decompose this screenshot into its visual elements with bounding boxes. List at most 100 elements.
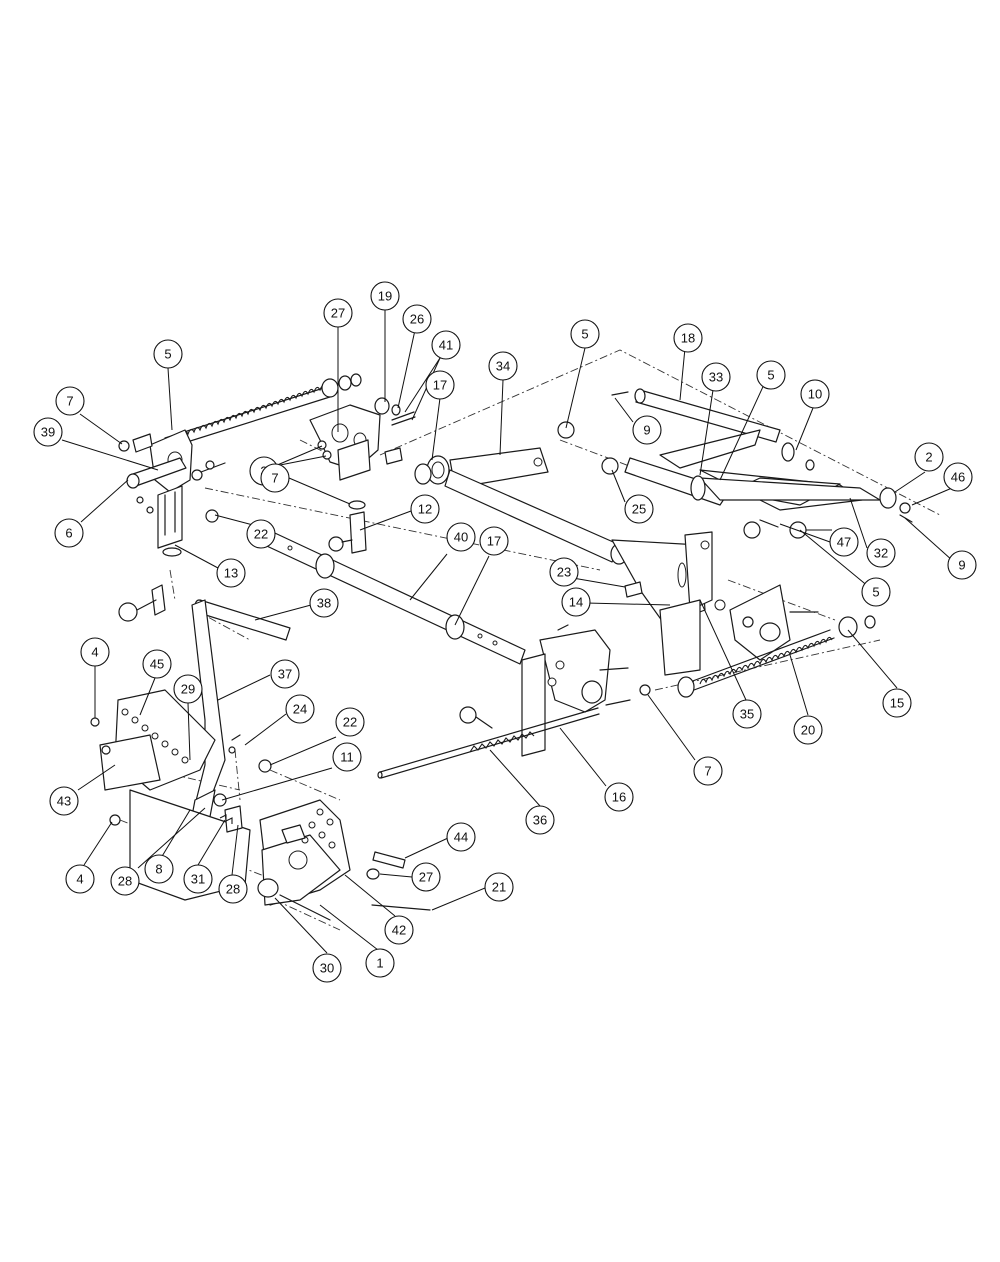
spring-20-assembly: [677, 584, 876, 698]
callout-45: 45: [142, 649, 172, 679]
svg-text:26: 26: [410, 312, 424, 327]
callout-33: 33: [701, 362, 731, 392]
svg-text:35: 35: [740, 707, 754, 722]
svg-text:12: 12: [418, 502, 432, 517]
callout-47: 47: [829, 527, 859, 557]
callout-35: 35: [732, 699, 762, 729]
svg-text:14: 14: [569, 595, 583, 610]
svg-text:25: 25: [632, 502, 646, 517]
leader-lines: [61, 310, 954, 954]
callout-2: 2: [914, 442, 944, 472]
callout-46: 46: [943, 462, 973, 492]
svg-text:1: 1: [376, 956, 383, 971]
svg-text:4: 4: [91, 645, 98, 660]
svg-text:17: 17: [487, 534, 501, 549]
callout-7: 7: [693, 756, 723, 786]
svg-text:7: 7: [66, 394, 73, 409]
svg-text:22: 22: [254, 527, 268, 542]
callout-18: 18: [673, 323, 703, 353]
svg-text:9: 9: [958, 558, 965, 573]
svg-text:31: 31: [191, 872, 205, 887]
svg-text:41: 41: [439, 338, 453, 353]
svg-text:11: 11: [340, 750, 354, 765]
callout-16: 16: [604, 782, 634, 812]
bottom-plate-assembly: [213, 734, 431, 921]
callout-42: 42: [384, 915, 414, 945]
callout-5: 5: [861, 577, 891, 607]
callout-44: 44: [446, 822, 476, 852]
callout-5: 5: [570, 319, 600, 349]
svg-text:29: 29: [181, 682, 195, 697]
callout-7: 7: [55, 386, 85, 416]
callout-37: 37: [270, 659, 300, 689]
svg-text:46: 46: [951, 470, 965, 485]
svg-text:4: 4: [76, 872, 83, 887]
callout-1: 1: [365, 948, 395, 978]
callout-7: 7: [260, 463, 290, 493]
callout-4: 4: [65, 864, 95, 894]
svg-text:37: 37: [278, 667, 292, 682]
svg-text:27: 27: [331, 306, 345, 321]
callout-8: 8: [144, 854, 174, 884]
svg-text:2: 2: [925, 450, 932, 465]
callout-29: 29: [173, 674, 203, 704]
callout-21: 21: [484, 872, 514, 902]
svg-text:7: 7: [271, 471, 278, 486]
callout-5: 5: [153, 339, 183, 369]
svg-text:36: 36: [533, 813, 547, 828]
callout-34: 34: [488, 351, 518, 381]
svg-text:38: 38: [317, 596, 331, 611]
threaded-rod-36: [377, 706, 600, 779]
svg-text:19: 19: [378, 289, 392, 304]
svg-text:33: 33: [709, 370, 723, 385]
callout-23: 23: [549, 557, 579, 587]
svg-text:20: 20: [801, 723, 815, 738]
svg-text:6: 6: [65, 526, 72, 541]
center-bracket-assembly: [309, 397, 416, 481]
callout-15: 15: [882, 688, 912, 718]
callout-19: 19: [370, 281, 400, 311]
svg-text:45: 45: [150, 657, 164, 672]
callout-6: 6: [54, 518, 84, 548]
svg-text:28: 28: [226, 882, 240, 897]
callout-28: 28: [218, 874, 248, 904]
callout-41: 41: [431, 330, 461, 360]
svg-text:13: 13: [224, 566, 238, 581]
svg-text:44: 44: [454, 830, 468, 845]
callouts: 5 7 39 6 13 22 27 19 26 41 3 7 12 17 34 …: [33, 281, 977, 983]
callout-32: 32: [866, 538, 896, 568]
callout-26: 26: [402, 304, 432, 334]
svg-text:5: 5: [164, 347, 171, 362]
svg-text:42: 42: [392, 923, 406, 938]
callout-36: 36: [525, 805, 555, 835]
svg-text:15: 15: [890, 696, 904, 711]
svg-text:21: 21: [492, 880, 506, 895]
plate-34-shaft: [444, 447, 628, 565]
svg-text:27: 27: [419, 870, 433, 885]
svg-text:40: 40: [454, 530, 468, 545]
callout-27: 27: [411, 862, 441, 892]
callout-38: 38: [309, 588, 339, 618]
svg-text:22: 22: [343, 715, 357, 730]
svg-text:10: 10: [808, 387, 822, 402]
callout-5: 5: [756, 360, 786, 390]
lower-right-bracket: [611, 531, 726, 676]
svg-text:23: 23: [557, 565, 571, 580]
callout-25: 25: [624, 494, 654, 524]
svg-text:17: 17: [433, 378, 447, 393]
shaft-end-bracket: [521, 624, 651, 757]
svg-text:9: 9: [643, 423, 650, 438]
callout-22: 22: [246, 519, 276, 549]
pin-12: [328, 500, 367, 554]
svg-text:7: 7: [704, 764, 711, 779]
svg-text:28: 28: [118, 874, 132, 889]
left-bracket-39: [118, 429, 226, 493]
svg-text:47: 47: [837, 535, 851, 550]
callout-10: 10: [800, 379, 830, 409]
callout-11: 11: [332, 742, 362, 772]
svg-text:8: 8: [155, 862, 162, 877]
callout-9: 9: [632, 415, 662, 445]
callout-22: 22: [335, 707, 365, 737]
callout-28: 28: [110, 866, 140, 896]
